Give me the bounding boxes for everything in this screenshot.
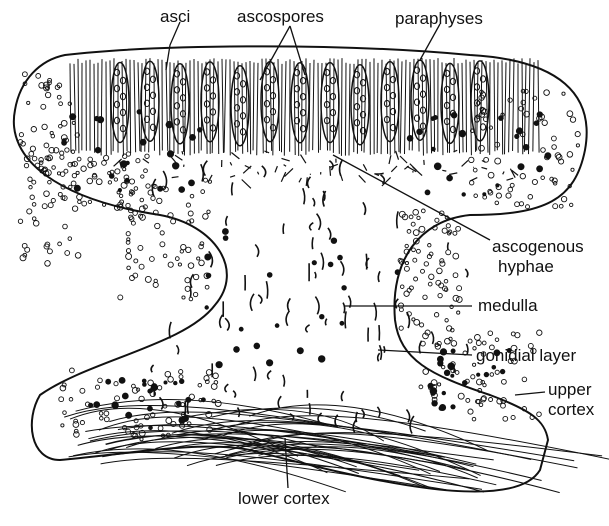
label-ascogenous: ascogenous <box>492 237 584 256</box>
lower-cortex-strands <box>64 400 609 493</box>
label-paraphyses: paraphyses <box>395 9 483 28</box>
label-ascospores: ascospores <box>237 7 324 26</box>
label-hyphae: hyphae <box>498 257 554 276</box>
label-cortex: cortex <box>548 400 595 419</box>
leader-upper-cortex <box>515 392 545 395</box>
label-gonidial-layer: gonidial layer <box>476 346 577 365</box>
hymenium-layer <box>70 58 539 188</box>
label-asci: asci <box>160 7 190 26</box>
leader-ascospores-2 <box>290 26 305 75</box>
leader-lower-cortex <box>285 438 288 488</box>
leader-paraphyses <box>420 24 440 60</box>
label-medulla: medulla <box>478 296 538 315</box>
leader-ascogenous-hyphae <box>333 155 490 240</box>
gonidial-cells <box>61 109 551 430</box>
cortex-cell-stipple <box>18 72 580 441</box>
leader-gonidial-layer <box>378 350 472 355</box>
label-lower-cortex: lower cortex <box>238 489 330 508</box>
medulla-hyphae <box>151 160 468 433</box>
label-upper: upper <box>548 380 592 399</box>
